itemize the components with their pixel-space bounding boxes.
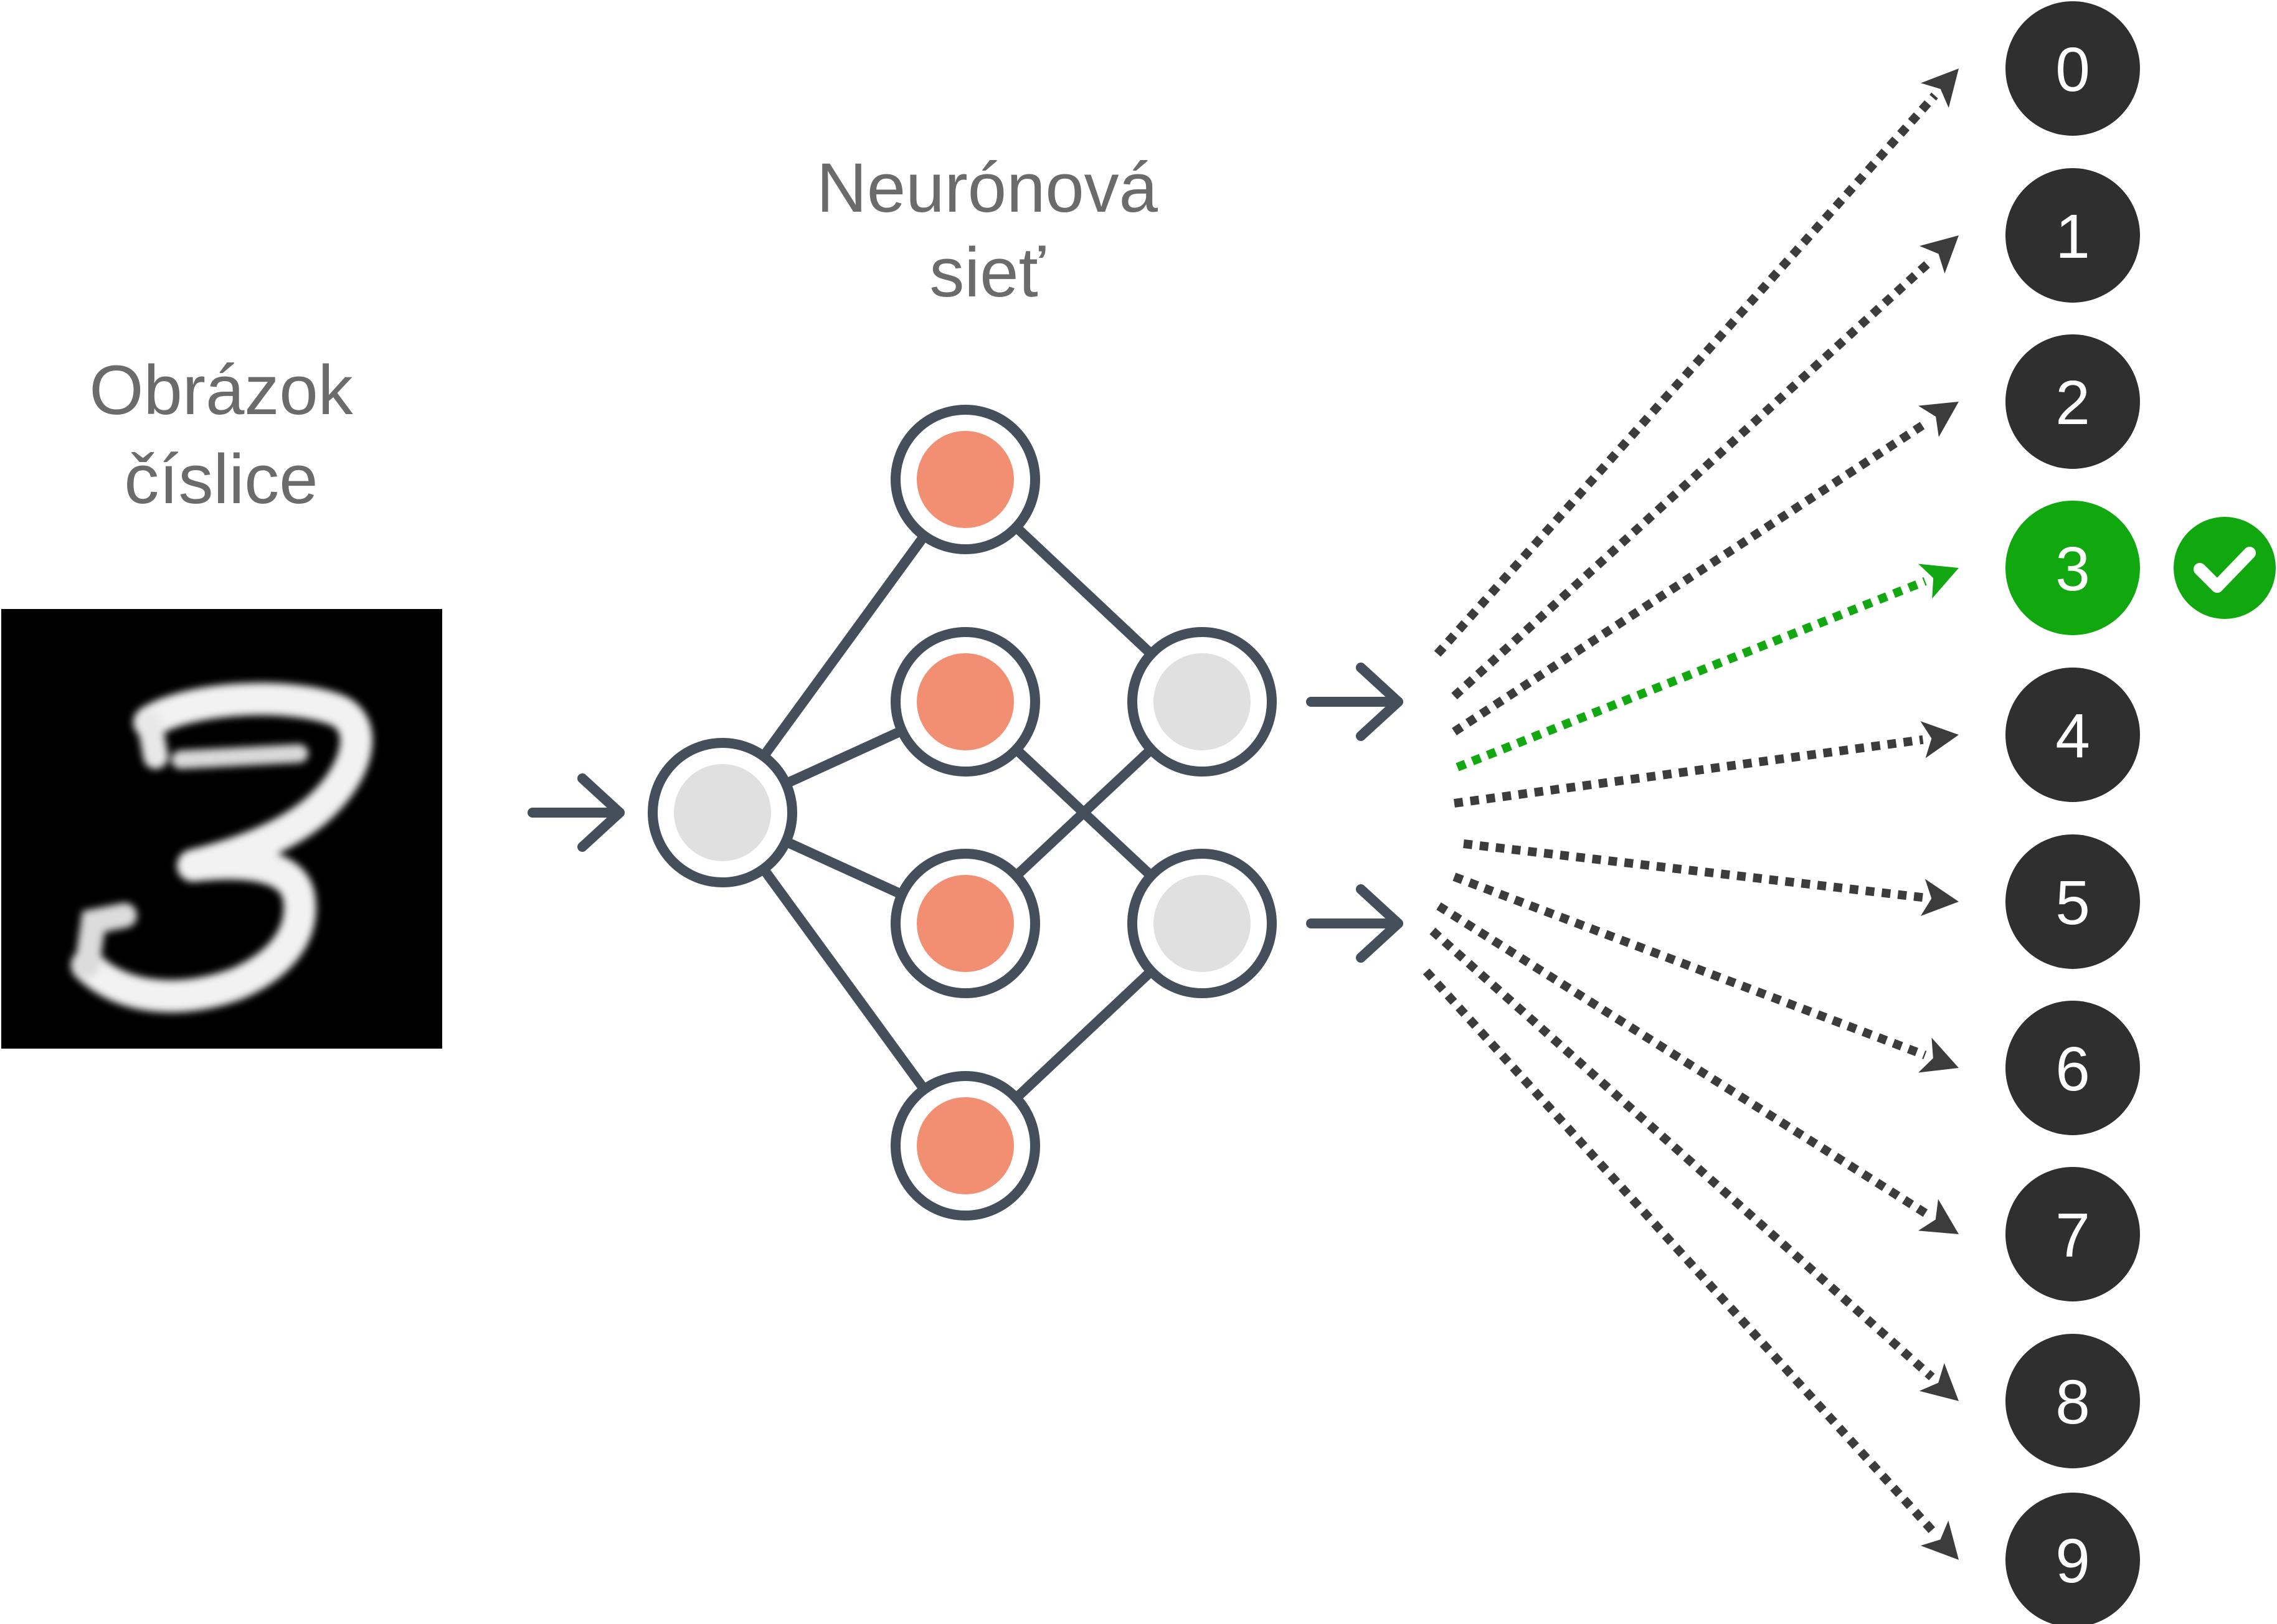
output-digit: 5	[2005, 834, 2140, 969]
output-digit-label: 2	[2055, 368, 2090, 438]
output-digit-label: 3	[2055, 534, 2090, 604]
output-digit-circle	[2005, 168, 2140, 303]
output-digit-label: 0	[2055, 35, 2090, 105]
check-circle-icon	[2174, 517, 2276, 619]
dotted-arrow-line	[1452, 417, 1931, 735]
output-digit-circle	[2005, 1493, 2140, 1624]
output-digit-predicted: 3	[2005, 501, 2140, 635]
output-digit: 9	[2005, 1493, 2140, 1624]
dotted-arrow-line	[1429, 927, 1935, 1381]
output-digit-circle	[2005, 834, 2140, 969]
output-digit-label: 1	[2055, 202, 2090, 271]
output-digit-label: 8	[2055, 1367, 2090, 1437]
output-digit-label: 7	[2055, 1201, 2090, 1270]
output-digit-circle	[2005, 1, 2140, 136]
input-arrow	[528, 773, 625, 852]
output-layer-node	[1127, 627, 1277, 777]
fan-out-arrows	[1423, 68, 1959, 1560]
dotted-arrow-line	[1451, 256, 1935, 700]
hidden-node	[891, 627, 1040, 777]
dotted-arrow-line	[1463, 839, 1924, 902]
dotted-arrow-head	[1918, 564, 1959, 599]
dotted-arrow-head	[1918, 1199, 1959, 1234]
dotted-arrow-head	[1918, 402, 1959, 437]
output-layer-node	[1127, 849, 1277, 998]
output-digit-label: 6	[2055, 1034, 2090, 1104]
input-node	[648, 738, 797, 887]
output-digit-circle	[2005, 1167, 2140, 1301]
output-digit: 8	[2005, 1334, 2140, 1468]
hidden-node	[891, 1071, 1040, 1220]
input-label-line1: Obrázok	[89, 351, 353, 429]
output-digit: 2	[2005, 334, 2140, 469]
dotted-arrow-line	[1423, 968, 1938, 1536]
output-digit-label: 5	[2055, 868, 2090, 938]
output-digit: 7	[2005, 1167, 2140, 1301]
dotted-arrow-line	[1452, 872, 1927, 1059]
dotted-arrow-head	[1918, 1037, 1959, 1073]
output-digit: 1	[2005, 168, 2140, 303]
dotted-arrow-head	[1920, 879, 1959, 917]
network-output-arrows	[1306, 663, 1403, 963]
output-digit: 0	[2005, 1, 2140, 136]
output-digit-label: 4	[2055, 701, 2090, 771]
output-digits: 0 1 2 3 4 5 6 7 8 9	[2005, 1, 2140, 1624]
dotted-arrow-head	[1920, 1520, 1959, 1560]
output-digit-label: 9	[2055, 1526, 2090, 1596]
handwritten-digit-3-icon	[71, 682, 372, 1013]
hidden-node	[891, 405, 1040, 554]
network-label-line1: Neurónová	[817, 149, 1158, 227]
hidden-node	[891, 849, 1040, 998]
dotted-arrow-line	[1454, 735, 1924, 808]
output-digit-circle	[2005, 334, 2140, 469]
dotted-arrow-line	[1436, 902, 1931, 1219]
output-digit: 4	[2005, 668, 2140, 802]
output-digit-circle	[2005, 1334, 2140, 1468]
output-arrow-upper	[1306, 663, 1403, 741]
output-digit-circle	[2005, 668, 2140, 802]
dotted-arrow-head	[1919, 235, 1959, 274]
output-arrow-lower	[1306, 884, 1403, 963]
output-digit-circle	[2005, 501, 2140, 635]
dotted-arrow-line	[1456, 577, 1927, 772]
dotted-arrow-head	[1920, 721, 1959, 758]
network-label-line2: sieť	[929, 234, 1045, 311]
dotted-arrow-head	[1919, 1362, 1959, 1401]
dotted-arrow-line	[1434, 92, 1938, 657]
dotted-arrow-head	[1921, 68, 1959, 108]
output-digit: 6	[2005, 1001, 2140, 1135]
digit-image	[1, 609, 442, 1049]
output-digit-circle	[2005, 1001, 2140, 1135]
network-nodes	[648, 405, 1277, 1220]
input-label-line2: číslice	[124, 440, 318, 518]
